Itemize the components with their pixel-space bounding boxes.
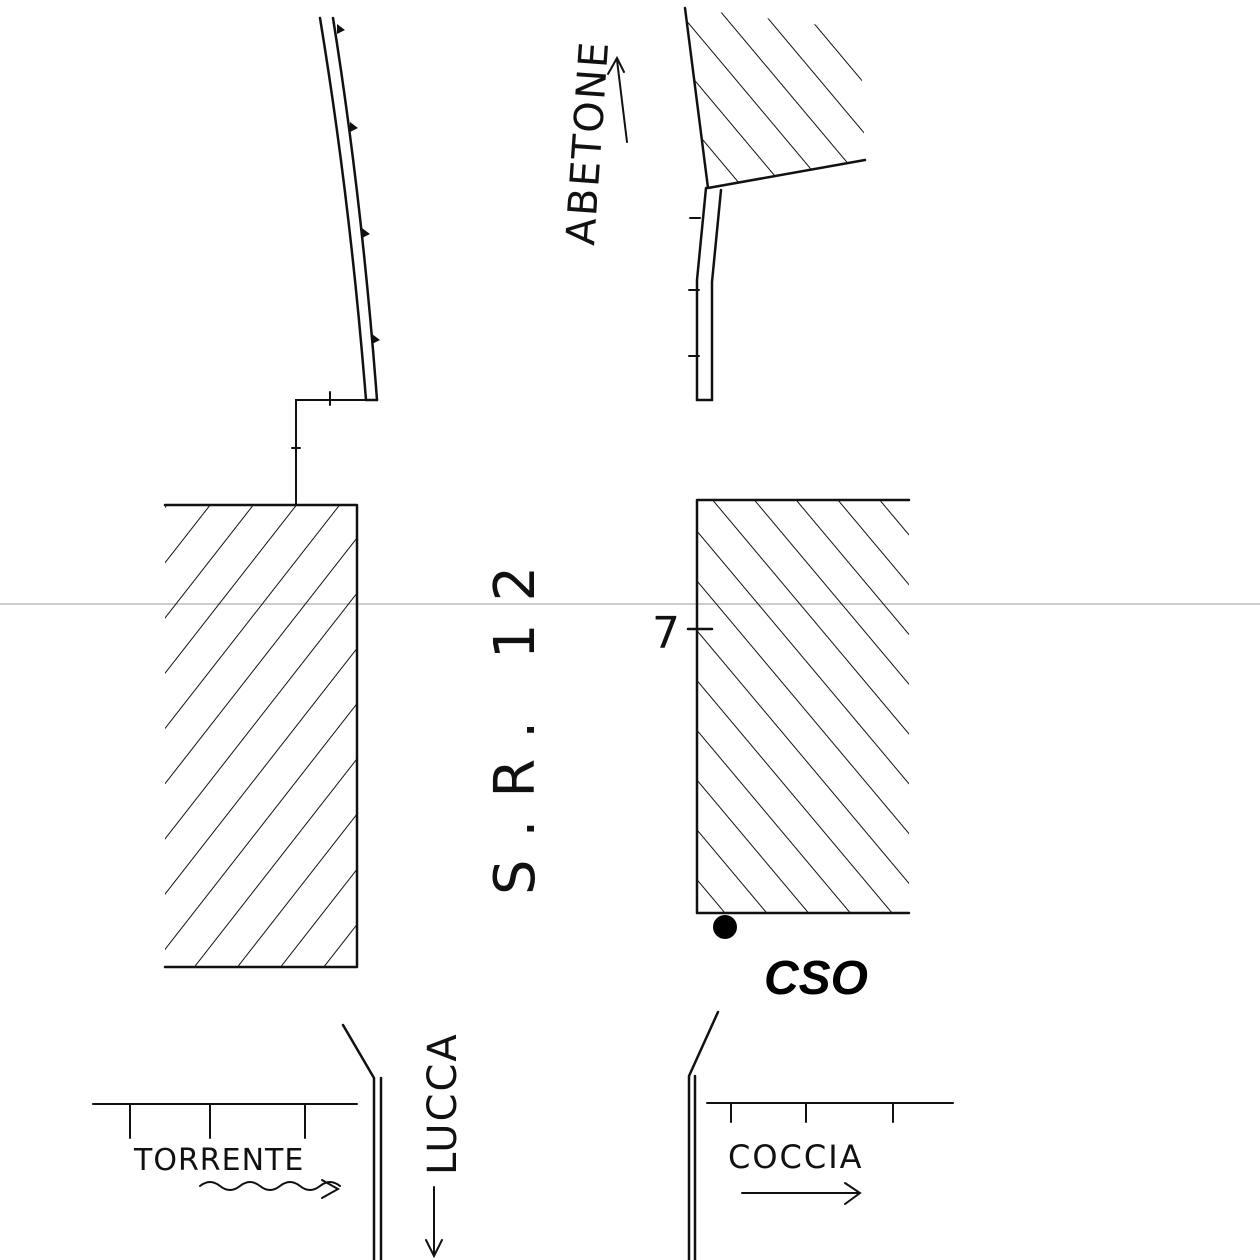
torrente-arrow-icon xyxy=(199,1179,341,1199)
cso-label: CSO xyxy=(764,952,868,1005)
right-street-label: COCCIA xyxy=(728,1138,864,1176)
wall-spike-icon xyxy=(350,122,358,132)
lower-left-road-edge xyxy=(341,1023,383,1260)
road-name: S.R. 12 xyxy=(483,544,548,895)
coccia-road-edge xyxy=(706,1102,954,1123)
house-number-marker: 7 xyxy=(652,608,714,659)
torrente-road-edge xyxy=(92,1103,358,1139)
right-building-block xyxy=(695,498,911,915)
left-street-label: TORRENTE xyxy=(133,1143,304,1178)
wall-spike-icon xyxy=(337,24,345,34)
south-arrow-icon xyxy=(425,1186,443,1259)
north-arrow-icon xyxy=(607,55,628,143)
wall-spike-icon xyxy=(362,228,370,238)
left-building-block xyxy=(163,503,359,969)
cso-marker-icon xyxy=(713,915,737,939)
upper-right-wall xyxy=(688,186,723,402)
coccia-arrow-icon xyxy=(741,1182,862,1205)
lower-right-road-edge xyxy=(687,1010,720,1260)
upper-left-wall xyxy=(318,16,380,402)
south-direction-label: LUCCA xyxy=(420,1032,466,1175)
left-boundary-step xyxy=(291,391,378,506)
wall-spike-icon xyxy=(372,334,380,344)
upper-right-building xyxy=(683,6,867,190)
house-number: 7 xyxy=(652,608,680,659)
